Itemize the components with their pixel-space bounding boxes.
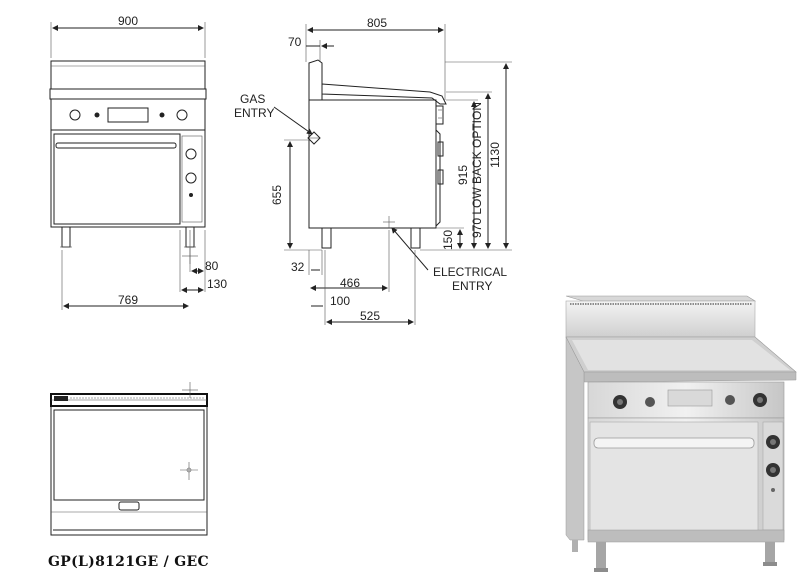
side-offset-100: 100: [330, 294, 350, 308]
front-offset-80: 80: [205, 259, 219, 273]
display-plate: [107, 107, 149, 123]
knob-icon: [185, 172, 197, 184]
side-height-150: 150: [441, 230, 455, 250]
ignition-icon: [159, 112, 165, 118]
electrical-entry-label-2: ENTRY: [452, 279, 492, 293]
oven-handle: [55, 142, 177, 149]
side-offset-70: 70: [288, 35, 302, 49]
front-width-dim: 900: [118, 14, 138, 28]
front-offset-130: 130: [207, 277, 227, 291]
electrical-entry-label: ELECTRICAL: [433, 265, 507, 279]
side-height-915: 915: [456, 165, 470, 185]
side-offset-32: 32: [291, 260, 305, 274]
side-view: 805 70 GAS ENTRY ELECTRICAL E: [234, 16, 512, 325]
gas-entry-label-2: ENTRY: [234, 106, 274, 120]
model-name: GP(L)8121GE / GEC: [48, 554, 209, 570]
indicator-icon: [189, 193, 193, 197]
ignition-icon: [94, 112, 100, 118]
side-offset-466: 466: [340, 276, 360, 290]
gas-entry-label: GAS: [240, 92, 265, 106]
side-height-1130: 1130: [488, 142, 502, 168]
side-height-655: 655: [270, 185, 284, 205]
knob-icon: [185, 148, 197, 160]
knob-icon: [69, 109, 81, 121]
front-depth-769: 769: [118, 293, 138, 307]
product-image: [565, 295, 797, 572]
side-depth-805: 805: [367, 16, 387, 30]
front-view: 900 80 130: [49, 14, 227, 310]
side-height-970: 970 LOW BACK OPTION: [470, 102, 484, 238]
plan-view: [50, 382, 208, 536]
knob-icon: [176, 109, 188, 121]
side-offset-525: 525: [360, 309, 380, 323]
